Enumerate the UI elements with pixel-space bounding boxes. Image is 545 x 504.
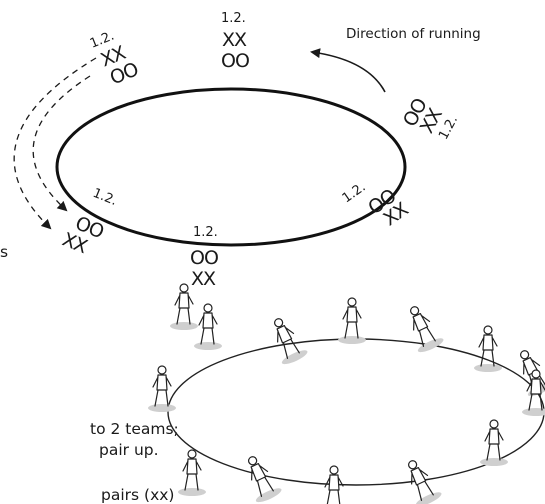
runner-figure	[148, 365, 176, 412]
runner-figure	[274, 318, 308, 365]
station-top: 1.2. XX OO	[221, 11, 250, 72]
runner-figure	[248, 456, 282, 503]
text-fragment-s: s	[0, 243, 8, 261]
station-top-left: 1.2. XX OO	[88, 29, 141, 90]
runner-figure	[410, 306, 444, 353]
dashed-path-outer	[13, 57, 97, 230]
runner-figure	[480, 419, 508, 466]
runner-figure	[178, 449, 206, 496]
players-x: XX	[191, 268, 216, 290]
players-x: XX	[222, 29, 247, 51]
station-label: 1.2.	[221, 11, 246, 26]
direction-arrow	[310, 48, 386, 93]
players-o: OO	[190, 247, 218, 269]
station-bottom-left: 1.2.	[91, 186, 120, 209]
players-o: OO	[221, 50, 249, 72]
runner-figure	[522, 369, 545, 416]
station-label: 1.2.	[193, 225, 218, 240]
runner-figure	[474, 325, 502, 372]
runner-figure	[170, 283, 198, 330]
runner-figure	[324, 465, 344, 504]
runner-figure	[338, 297, 366, 344]
station-label: 1.2.	[91, 186, 120, 209]
direction-label: Direction of running	[346, 26, 481, 42]
station-right: OO XX 1.2.	[399, 95, 461, 142]
text-fragment-line1: to 2 teams;	[90, 420, 179, 438]
station-bottom: 1.2. OO XX	[190, 225, 219, 290]
runner-illustration	[148, 283, 545, 504]
runner-figure	[408, 460, 442, 504]
runners-group	[148, 283, 545, 504]
dashed-path-inner	[32, 75, 91, 212]
text-fragment-line3: pairs (xx)	[101, 486, 174, 504]
running-track	[55, 87, 407, 247]
runner-figure	[194, 303, 222, 350]
text-fragment-line2: pair up.	[99, 441, 159, 459]
